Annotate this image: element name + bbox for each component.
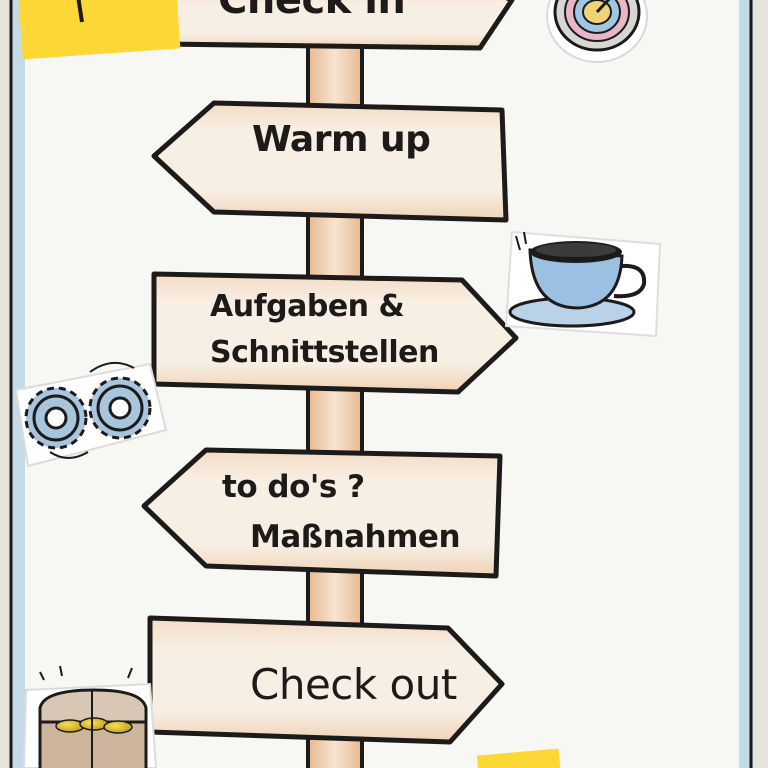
sign-label-massnahmen: Maßnahmen (250, 519, 461, 555)
sign-label-schnittstellen: Schnittstellen (210, 335, 439, 370)
sticky-note-bottom-right (476, 748, 562, 768)
sign-label-todos: to do's ? (222, 469, 365, 505)
sign-label-warm-up: Warm up (252, 119, 431, 160)
sticky-note-top-left (17, 0, 181, 60)
sign-warm-up (151, 100, 509, 223)
sign-aufgaben (151, 271, 519, 395)
target-icon (546, 0, 648, 63)
sign-todos (141, 447, 503, 579)
blue-frame (11, 0, 753, 768)
sign-label-aufgaben: Aufgaben & (210, 289, 405, 324)
sign-label-check-out: Check out (250, 660, 457, 709)
treasure-chest-icon (22, 665, 158, 768)
coffee-cup-icon (504, 230, 662, 338)
gears-icon (14, 361, 168, 468)
sign-label-check-in: Check in (218, 0, 406, 23)
